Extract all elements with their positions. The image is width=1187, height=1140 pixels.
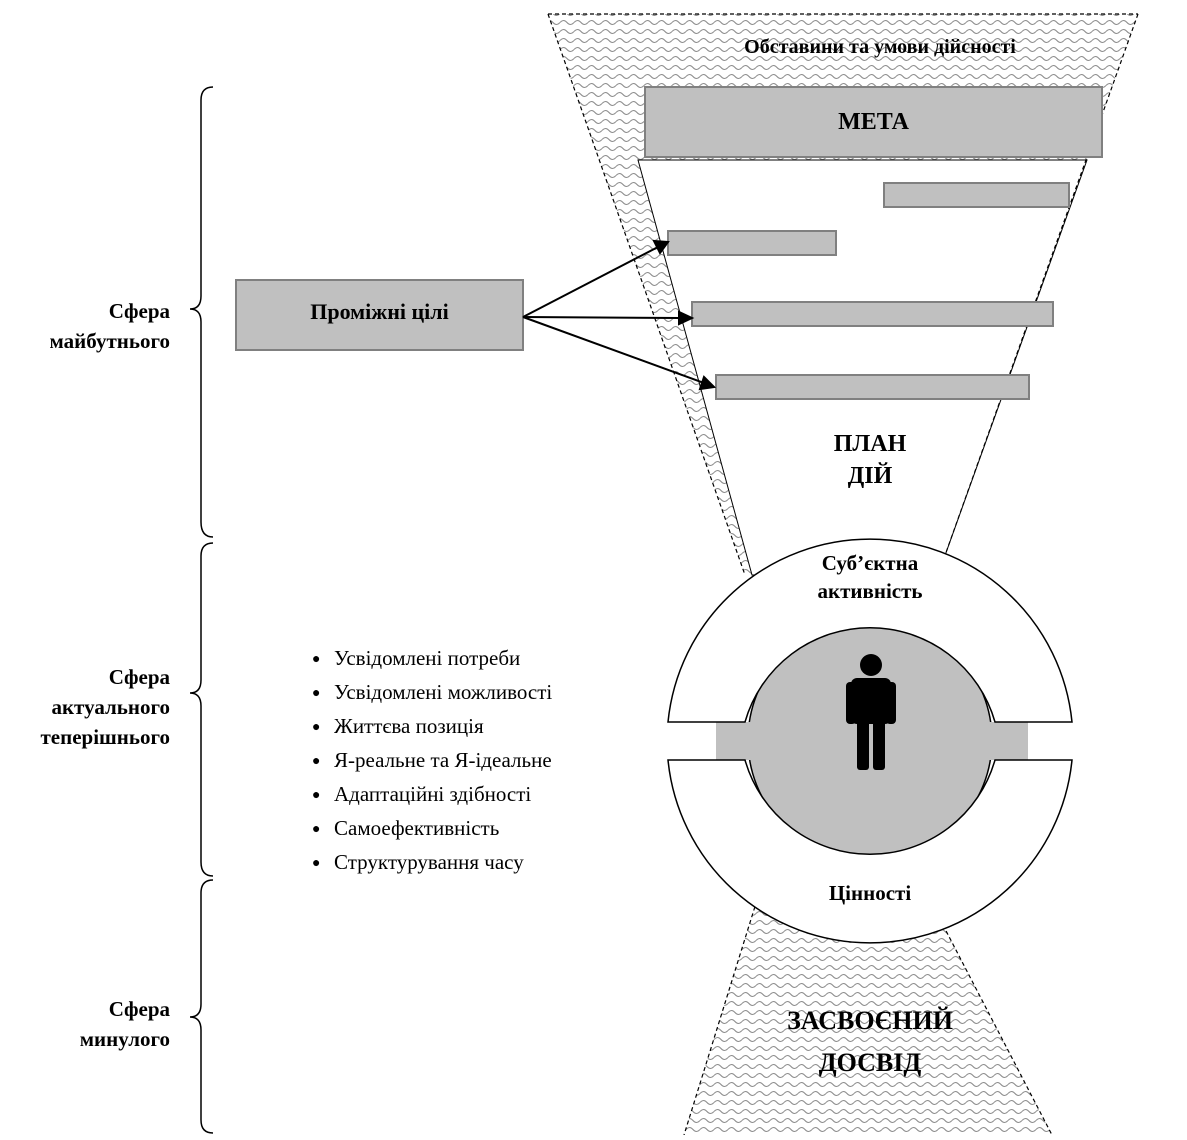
- sphere-line: теперішнього: [40, 725, 170, 749]
- sphere-line: Сфера: [108, 997, 170, 1021]
- brace-icon: [189, 879, 214, 1134]
- sphere-line: Сфера: [108, 299, 170, 323]
- values-ring: [667, 759, 1073, 944]
- action-plan-label: ПЛАН ДІЙ: [800, 428, 940, 492]
- intermediate-goal-bar: [883, 182, 1070, 208]
- goal-label: МЕТА: [838, 109, 909, 135]
- sphere-line: майбутнього: [49, 329, 171, 353]
- factor-item: Життєва позиція: [312, 710, 552, 744]
- sphere-line: минулого: [79, 1027, 170, 1051]
- brace-icon: [189, 86, 214, 538]
- reality-funnel-edge-right: [937, 13, 1139, 576]
- intermediate-goal-bar: [691, 301, 1054, 327]
- factor-item: Усвідомлені можливості: [312, 676, 552, 710]
- intermediate-goal-bar: [667, 230, 837, 256]
- action-plan-line: ДІЙ: [847, 463, 893, 489]
- values-label: Цінності: [828, 881, 912, 905]
- intermediate-goals-label: Проміжні цілі: [310, 299, 449, 324]
- sphere-line: Сфера: [108, 665, 170, 689]
- brace-icon: [189, 542, 214, 877]
- subject-activity-ring: [667, 538, 1073, 723]
- experience-label: ЗАСВОЄНИЙ ДОСВІД: [760, 1000, 980, 1084]
- factor-item: Самоефективність: [312, 812, 552, 846]
- circumstances-label: Обставини та умови дійсності: [744, 36, 1016, 58]
- experience-funnel-edge-right: [929, 899, 1053, 1136]
- factor-item: Усвідомлені потреби: [312, 642, 552, 676]
- sphere-line: актуального: [51, 695, 170, 719]
- subject-activity-label: Суб’єктна активність: [770, 549, 970, 605]
- subject-activity-line: Суб’єктна: [821, 551, 919, 575]
- plan-funnel-inner: [637, 159, 1088, 576]
- sphere-future-label: Сфера майбутнього: [0, 296, 171, 356]
- action-plan-line: ПЛАН: [833, 431, 907, 457]
- factor-item: Я-реальне та Я-ідеальне: [312, 744, 552, 778]
- intermediate-goals-box: [235, 279, 524, 351]
- arrow-icon: [522, 239, 717, 391]
- factor-item: Адаптаційні здібності: [312, 778, 552, 812]
- experience-funnel-edge-left: [683, 899, 758, 1136]
- factor-item: Структурування часу: [312, 846, 552, 880]
- goal-box: [644, 86, 1103, 158]
- person-icon: [846, 654, 896, 770]
- intermediate-goal-bar: [715, 374, 1030, 400]
- experience-line: ДОСВІД: [818, 1048, 922, 1077]
- ring-gap-fill: [716, 722, 1028, 760]
- sphere-present-label: Сфера актуального теперішнього: [0, 662, 170, 752]
- factor-list: Усвідомлені потреби Усвідомлені можливос…: [312, 642, 552, 880]
- subject-activity-line: активність: [817, 579, 923, 603]
- experience-line: ЗАСВОЄНИЙ: [787, 1006, 953, 1035]
- sphere-past-label: Сфера минулого: [0, 994, 170, 1054]
- reality-funnel-edge-left: [547, 13, 746, 576]
